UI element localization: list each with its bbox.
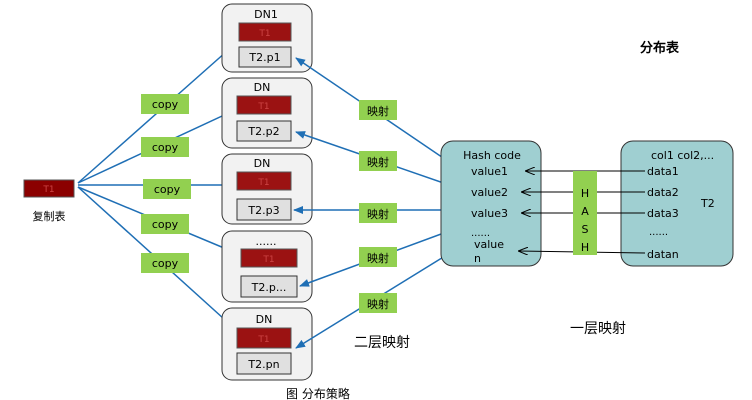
dn-node-5: DN T1 T2.pn	[221, 307, 313, 381]
hash-value-2: value2	[471, 186, 508, 199]
copy-label-4: copy	[152, 218, 179, 231]
dn-node-2: DN T1 T2.p2	[221, 77, 313, 149]
dn-node-name: DN	[256, 313, 273, 326]
copy-label-3: copy	[154, 183, 181, 196]
mapping-label-1: 映射	[367, 104, 389, 118]
copy-label-2: copy	[152, 141, 179, 154]
hash-value-1: value1	[471, 165, 508, 178]
mapping-label-4: 映射	[367, 251, 389, 265]
copy-label-5: copy	[152, 257, 179, 270]
hash-letter-1: H	[581, 187, 589, 200]
t2-header: col1 col2,...	[651, 149, 714, 162]
replicated-table-label: T1	[42, 185, 54, 195]
dn-node-name: DN	[254, 157, 271, 170]
hash-letter-2: A	[581, 205, 589, 218]
hash-value-ellipsis: ......	[471, 228, 490, 239]
dn-node-4: ...... T1 T2.p...	[221, 230, 313, 303]
mapping-label-5: 映射	[367, 297, 389, 311]
hash-value-n-part1: value	[474, 238, 504, 251]
dn-node-partition: T2.p1	[248, 51, 280, 64]
dn-node-name: DN	[254, 81, 271, 94]
dn-node-t1: T1	[258, 29, 270, 39]
copy-labels: copy copy copy copy copy	[141, 94, 191, 273]
dn-node-name: ......	[256, 235, 277, 248]
hash-code-box: Hash code value1 value2 value3 ...... va…	[440, 140, 542, 267]
dn-node-partition: T2.p2	[247, 125, 279, 138]
first-level-mapping-label: 一层映射	[570, 321, 626, 337]
t2-row-ellipsis: ......	[649, 227, 668, 238]
dn-node-3: DN T1 T2.p3	[221, 153, 313, 225]
table-title: 分布表	[640, 40, 680, 56]
t2-name: T2	[700, 197, 715, 210]
dn-node-t1: T1	[257, 335, 269, 345]
dn-node-partition: T2.p3	[247, 204, 279, 217]
t2-table-box: col1 col2,... data1 data2 data3 ...... d…	[620, 140, 734, 267]
replicated-table-caption: 复制表	[33, 209, 66, 223]
mapping-label-3: 映射	[367, 207, 389, 221]
dn-node-1: DN1 T1 T2.p1	[221, 3, 313, 73]
dn-node-name: DN1	[254, 8, 278, 21]
hash-letter-3: S	[582, 223, 589, 236]
mapping-labels: 映射 映射 映射 映射 映射	[359, 100, 397, 313]
hash-letter-4: H	[581, 241, 589, 254]
replicated-table-box	[23, 179, 75, 198]
mapping-label-2: 映射	[367, 155, 389, 169]
figure-caption: 图 分布策略	[286, 386, 350, 400]
dn-node-t1: T1	[257, 178, 269, 188]
copy-label-1: copy	[152, 98, 179, 111]
hash-band: H A S H	[573, 171, 597, 255]
second-level-mapping-label: 二层映射	[354, 335, 410, 351]
t2-row-n: datan	[647, 248, 679, 261]
dn-node-t1: T1	[257, 102, 269, 112]
hash-value-3: value3	[471, 207, 508, 220]
t2-row-3: data3	[647, 207, 679, 220]
t2-row-2: data2	[647, 186, 679, 199]
dn-node-partition: T2.pn	[247, 358, 279, 371]
dn-node-partition: T2.p...	[251, 281, 287, 294]
dn-node-t1: T1	[262, 255, 274, 265]
t2-row-1: data1	[647, 165, 679, 178]
hash-code-title: Hash code	[463, 149, 521, 162]
hash-value-n-part2: n	[474, 252, 481, 265]
